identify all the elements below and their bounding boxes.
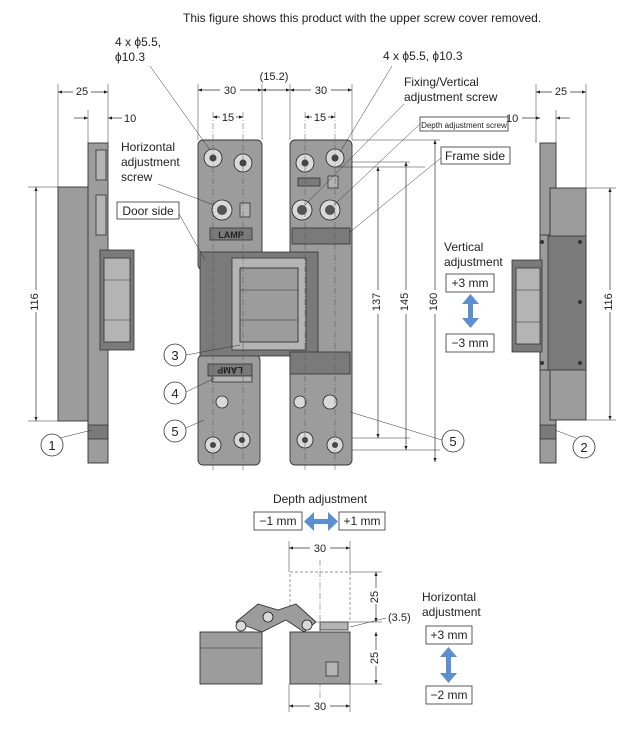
vertical-adjust-arrow-icon [462,294,479,328]
holes-right: 4 x ϕ5.5, ϕ10.3 [383,49,463,63]
horizontal-adjust-arrow-icon [440,647,457,683]
horiz-screw-line2: adjustment [121,155,180,169]
section-view [199,560,351,700]
holes-left-line2: ϕ10.3 [115,50,145,64]
door-side-box [116,201,180,220]
depth-screw-label: Depth adjustment screw [421,121,507,130]
dim-15-left: 15 [222,112,234,124]
vertical-adjustment-line1: Vertical [444,240,483,254]
door-side-label: Door side [122,204,174,218]
dim-3-5: (3.5) [388,612,411,624]
dim-15-2: (15.2) [260,71,289,83]
frame-side-component [289,139,353,466]
vertical-minus-box [445,333,495,353]
brand-mark: LAMP [218,230,244,240]
depth-adjust-arrow-icon [304,512,338,531]
dim-30-top-left: 30 [224,85,236,97]
part-1-label: 1 [48,438,55,453]
door-side-component: LAMP LAMP [197,139,263,466]
vertical-plus-label: +3 mm [451,276,488,290]
dim-116-right: 116 [603,293,615,311]
part-2-label: 2 [580,440,587,455]
depth-adjustment-title: Depth adjustment [273,492,368,506]
dim-116-left: 116 [29,293,41,311]
dim-10-left: 10 [124,113,136,125]
part-4-label: 4 [171,386,178,401]
horizontal-plus-label: +3 mm [430,628,467,642]
frame-side-box [440,146,511,165]
dim-25-bottom-lower: 25 [369,652,381,664]
depth-minus-box [253,511,303,531]
dim-15-right: 15 [314,112,326,124]
dim-25-left: 25 [76,86,88,98]
vertical-minus-label: −3 mm [451,336,488,350]
depth-plus-box [338,511,386,531]
dim-30-bottom-bottom: 30 [314,701,326,713]
brand-mark-rotated: LAMP [217,365,243,375]
horizontal-minus-label: −2 mm [430,688,467,702]
right-side-view [511,142,587,464]
left-side-view [57,142,135,464]
horizontal-plus-box [425,625,473,645]
horiz-screw-line3: screw [121,170,153,184]
part-5b-label: 5 [449,434,456,449]
dim-25-bottom-upper: 25 [369,591,381,603]
depth-minus-label: −1 mm [259,514,296,528]
dim-10-right: 10 [506,113,518,125]
holes-left-line1: 4 x ϕ5.5, [115,35,161,49]
dim-145: 145 [399,293,411,311]
frame-side-label: Frame side [445,149,505,163]
vertical-plus-box [445,273,495,293]
part-5a-label: 5 [171,424,178,439]
horizontal-minus-box [425,685,473,705]
dim-30-bottom-top: 30 [314,543,326,555]
horizontal-adjustment-line1: Horizontal [422,590,476,604]
dim-30-top-right: 30 [315,85,327,97]
part-3-label: 3 [171,348,178,363]
header-note: This figure shows this product with the … [183,11,541,25]
dim-137: 137 [371,293,383,311]
vertical-adjustment-line2: adjustment [444,255,503,269]
fixing-screw-line1: Fixing/Vertical [404,75,479,89]
horiz-screw-line1: Horizontal [121,140,175,154]
dim-160: 160 [428,293,440,311]
dim-25-right: 25 [555,86,567,98]
horizontal-adjustment-line2: adjustment [422,605,481,619]
depth-plus-label: +1 mm [343,514,380,528]
fixing-screw-line2: adjustment screw [404,90,498,104]
